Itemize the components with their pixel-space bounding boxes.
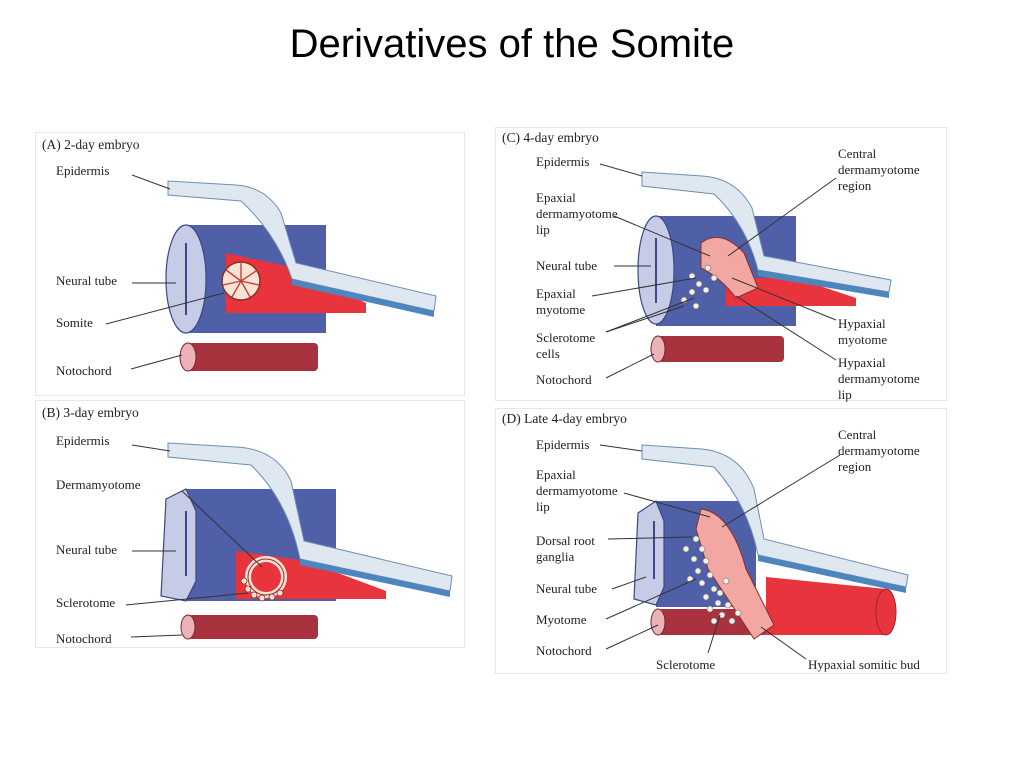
label-notochord: Notochord bbox=[56, 631, 112, 646]
slide-title: Derivatives of the Somite bbox=[289, 22, 735, 66]
panel-a-illustration bbox=[105, 174, 437, 372]
label-central-dermamyotome-region: Central dermamyotome region bbox=[838, 146, 920, 193]
label-neural-tube: Neural tube bbox=[536, 581, 598, 596]
panel-c-illustration bbox=[591, 163, 892, 379]
panel-d: (D) Late 4-day embryo Epidermis Epaxial … bbox=[495, 408, 947, 674]
panel-b-heading: (B) 3-day embryo bbox=[42, 405, 139, 420]
label-epaxial-myotome: Epaxial myotome bbox=[536, 286, 586, 317]
label-notochord: Notochord bbox=[56, 363, 112, 378]
leader-lines bbox=[125, 444, 263, 638]
hypaxial-bud bbox=[766, 577, 897, 636]
label-notochord: Notochord bbox=[536, 643, 592, 658]
label-hypaxial-dermamyotome-lip: Hypaxial dermamyotome lip bbox=[838, 355, 920, 402]
notochord-cylinder bbox=[650, 335, 784, 363]
label-epaxial-dermamyotome-lip: Epaxial dermamyotome lip bbox=[536, 467, 618, 514]
label-neural-tube: Neural tube bbox=[536, 258, 598, 273]
label-neural-tube: Neural tube bbox=[56, 542, 118, 557]
panel-d-heading: (D) Late 4-day embryo bbox=[502, 411, 627, 426]
sclerotome-cluster bbox=[682, 535, 742, 625]
label-epaxial-dermamyotome-lip: Epaxial dermamyotome lip bbox=[536, 190, 618, 237]
label-epidermis: Epidermis bbox=[56, 163, 110, 178]
label-epidermis: Epidermis bbox=[536, 154, 590, 169]
label-sclerotome: Sclerotome bbox=[656, 657, 716, 672]
label-hypaxial-somitic-bud: Hypaxial somitic bud bbox=[808, 657, 920, 672]
panel-d-illustration bbox=[599, 444, 909, 660]
label-epidermis: Epidermis bbox=[536, 437, 590, 452]
somite-mass bbox=[236, 551, 386, 602]
panel-c-heading: (C) 4-day embryo bbox=[502, 130, 599, 145]
label-central-dermamyotome-region: Central dermamyotome region bbox=[838, 427, 920, 474]
label-epidermis: Epidermis bbox=[56, 433, 110, 448]
epidermis-sheet bbox=[167, 442, 453, 597]
label-myotome: Myotome bbox=[536, 612, 587, 627]
panel-b-illustration bbox=[125, 442, 453, 640]
epidermis-sheet bbox=[641, 444, 909, 593]
leader-lines bbox=[105, 174, 225, 370]
leader-lines bbox=[599, 444, 841, 660]
label-dermamyotome: Dermamyotome bbox=[56, 477, 141, 492]
label-sclerotome: Sclerotome bbox=[56, 595, 116, 610]
label-sclerotome-cells: Sclerotome cells bbox=[536, 330, 596, 361]
label-notochord: Notochord bbox=[536, 372, 592, 387]
label-somite: Somite bbox=[56, 315, 93, 330]
notochord-cylinder bbox=[180, 614, 318, 640]
epidermis-sheet bbox=[167, 180, 437, 317]
panel-a-heading: (A) 2-day embryo bbox=[42, 137, 140, 152]
leader-lines bbox=[591, 163, 837, 379]
panel-c: (C) 4-day embryo Epidermis Epaxial derma… bbox=[495, 127, 947, 402]
label-neural-tube: Neural tube bbox=[56, 273, 118, 288]
panel-b: (B) 3-day embryo Epidermis Dermamyotome … bbox=[35, 400, 465, 648]
dermamyotome-layer bbox=[695, 508, 775, 640]
panel-a: (A) 2-day embryo Epidermis Neural tube S… bbox=[35, 132, 465, 396]
label-hypaxial-myotome: Hypaxial myotome bbox=[838, 316, 888, 347]
label-dorsal-root-ganglia: Dorsal root ganglia bbox=[536, 533, 595, 564]
epidermis-sheet bbox=[641, 171, 892, 298]
notochord-cylinder bbox=[179, 342, 318, 372]
